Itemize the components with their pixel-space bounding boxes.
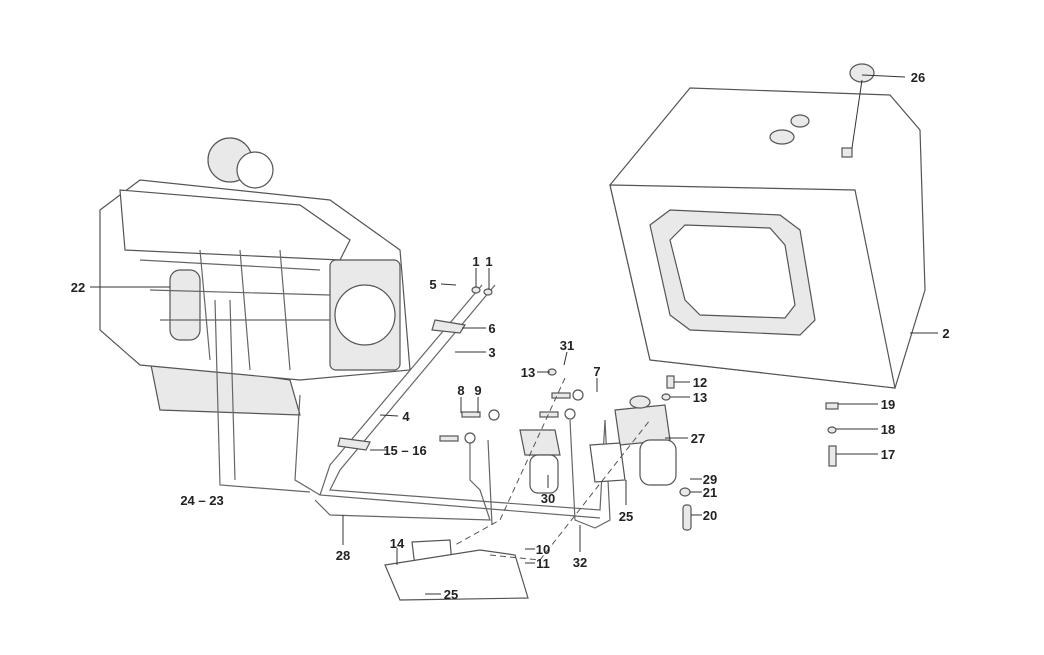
callout-label: 18: [881, 422, 895, 437]
callout-label: 10: [536, 542, 550, 557]
fuel-lines: [214, 284, 611, 529]
callout-label: 1: [472, 254, 479, 269]
callout-label: 15 – 16: [383, 443, 426, 458]
callout-label: 30: [541, 491, 555, 506]
callout-label: 20: [703, 508, 717, 523]
callout-label: 8: [457, 383, 464, 398]
callout-label: 11: [536, 556, 550, 571]
callout-label: 19: [881, 397, 895, 412]
callout-label: 25: [619, 509, 633, 524]
callout-label: 9: [474, 383, 481, 398]
callout-label: 14: [390, 536, 405, 551]
callout-label: 6: [488, 321, 495, 336]
callout-label: 32: [573, 555, 587, 570]
callout-label: 1: [485, 254, 492, 269]
callout-label: 13: [693, 390, 707, 405]
leader-lines: [90, 74, 938, 595]
callout-label: 5: [429, 277, 436, 292]
callout-label: 17: [881, 447, 895, 462]
engine-drawing: [99, 137, 411, 416]
callout-label: 12: [693, 375, 707, 390]
callout-label: 3: [488, 345, 495, 360]
callout-label: 25: [444, 587, 458, 602]
callout-label: 2: [942, 326, 949, 341]
filters-and-fittings: [384, 286, 839, 601]
callout-label: 29: [703, 472, 717, 487]
callout-label: 26: [911, 70, 925, 85]
callout-label: 24 – 23: [180, 493, 223, 508]
callout-label: 27: [691, 431, 705, 446]
callout-label: 4: [402, 409, 410, 424]
callout-label: 21: [703, 485, 717, 500]
fuel-tank-drawing: [609, 63, 926, 389]
callout-label: 13: [521, 365, 535, 380]
callout-label: 7: [593, 364, 600, 379]
callout-label: 22: [71, 280, 85, 295]
callout-label: 31: [560, 338, 574, 353]
callout-label: 28: [336, 548, 350, 563]
